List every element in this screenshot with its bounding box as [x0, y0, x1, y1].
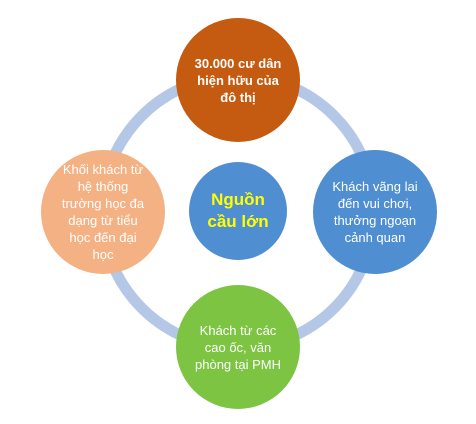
node-office-workers-text: Khách từ các cao ốc, văn phòng tại PMH — [195, 322, 281, 372]
node-schools: Khối khách từ hệ thống trường học đa dạn… — [41, 150, 165, 274]
node-residents: 30.000 cư dân hiện hữu của đô thị — [176, 18, 300, 142]
node-schools-text: Khối khách từ hệ thống trường học đa dạn… — [61, 162, 145, 262]
node-center-text: Nguồn cầu lớn — [207, 190, 269, 231]
node-office-workers: Khách từ các cao ốc, văn phòng tại PMH — [176, 285, 300, 409]
node-visitors-text: Khách vãng lai đến vui chơi, thưởng ngoạ… — [332, 179, 418, 245]
node-visitors: Khách vãng lai đến vui chơi, thưởng ngoạ… — [313, 150, 437, 274]
node-residents-text: 30.000 cư dân hiện hữu của đô thị — [194, 55, 282, 105]
node-center-demand: Nguồn cầu lớn — [189, 162, 287, 260]
